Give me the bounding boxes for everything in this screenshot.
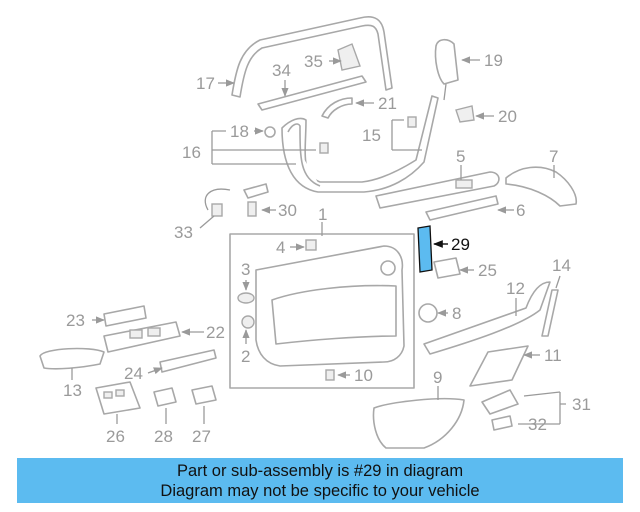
callout-30: 30 (278, 201, 297, 220)
callout-5: 5 (456, 147, 465, 166)
part-17-window-frame (231, 16, 393, 98)
part-24-strip (159, 349, 217, 373)
callout-10: 10 (354, 366, 373, 385)
callout-34: 34 (272, 61, 291, 80)
callout-21: 21 (378, 94, 397, 113)
part-21-trim (321, 97, 353, 119)
part-7-cover (505, 166, 578, 207)
callout-28: 28 (154, 427, 173, 446)
caption-line-part: Part or sub-assembly is #29 in diagram (176, 462, 464, 480)
part-32-clip (491, 415, 513, 431)
callout-8: 8 (452, 304, 461, 323)
part-30-handle (243, 183, 269, 217)
callout-13: 13 (63, 381, 82, 400)
part-2-clip (241, 315, 255, 329)
callout-11: 11 (544, 346, 562, 365)
callout-31: 31 (572, 395, 591, 414)
part-8-grille (418, 303, 438, 323)
part-20-clip (455, 105, 475, 123)
part-12-armrest (423, 281, 551, 355)
part-22-switch-panel (103, 321, 181, 353)
part-34-belt-strip (257, 75, 367, 111)
part-33-wiring (204, 188, 231, 217)
part-3-clip (237, 292, 255, 304)
callout-14: 14 (552, 256, 571, 275)
part-16-door-seal (281, 95, 439, 193)
callout-20: 20 (498, 107, 517, 126)
part-28-switch (153, 387, 177, 407)
parts-diagram: 1 2 3 4 5 6 7 8 9 10 11 12 13 14 15 16 1… (39, 16, 591, 449)
callout-15: 15 (362, 126, 381, 145)
callout-22: 22 (206, 323, 225, 342)
part-18-clip (264, 126, 276, 138)
part-29-highlighted (417, 225, 433, 273)
callout-7: 7 (549, 147, 558, 166)
callout-29: 29 (451, 235, 470, 254)
caption-line-disclaimer: Diagram may not be specific to your vehi… (160, 482, 480, 500)
part-15-clip (407, 116, 417, 128)
callout-9: 9 (433, 368, 442, 387)
part-23-trim (103, 305, 147, 327)
part-27-switch (191, 385, 217, 405)
part-26-switch-block (95, 381, 141, 415)
part-1-door-panel (255, 245, 405, 367)
part-16-clip (319, 142, 329, 154)
callout-26: 26 (106, 427, 125, 446)
callout-25: 25 (478, 261, 497, 280)
callout-19: 19 (484, 51, 503, 70)
callout-3: 3 (241, 260, 250, 279)
caption-banner: Part or sub-assembly is #29 in diagram D… (17, 458, 623, 503)
leader-lines (71, 56, 566, 425)
callout-18: 18 (230, 122, 249, 141)
part-19-mirror-cover (434, 38, 459, 101)
part-35-corner-piece (337, 43, 361, 71)
part-6-strip (425, 195, 499, 221)
callout-2: 2 (241, 347, 250, 366)
callout-4: 4 (276, 238, 285, 257)
part-9-storage-bin (372, 397, 465, 449)
part-14-strip (541, 289, 559, 337)
part-31-bracket (481, 389, 519, 415)
callout-23: 23 (66, 311, 85, 330)
callout-27: 27 (192, 427, 211, 446)
callout-1: 1 (318, 205, 327, 224)
part-5-handle-trim (375, 171, 500, 209)
part-4-clip (305, 239, 317, 251)
callout-32: 32 (528, 415, 547, 434)
callout-16: 16 (182, 143, 201, 162)
callout-12: 12 (506, 279, 525, 298)
callout-33: 33 (174, 223, 193, 242)
part-11-panel (469, 345, 529, 387)
callout-35: 35 (304, 52, 323, 71)
callout-6: 6 (516, 201, 525, 220)
part-10-clip (325, 369, 335, 381)
part-25-switch (433, 257, 461, 279)
callout-labels: 1 2 3 4 5 6 7 8 9 10 11 12 13 14 15 16 1… (63, 51, 591, 446)
part-13-armrest (39, 347, 105, 370)
callout-17: 17 (196, 74, 215, 93)
callout-24: 24 (124, 364, 143, 383)
